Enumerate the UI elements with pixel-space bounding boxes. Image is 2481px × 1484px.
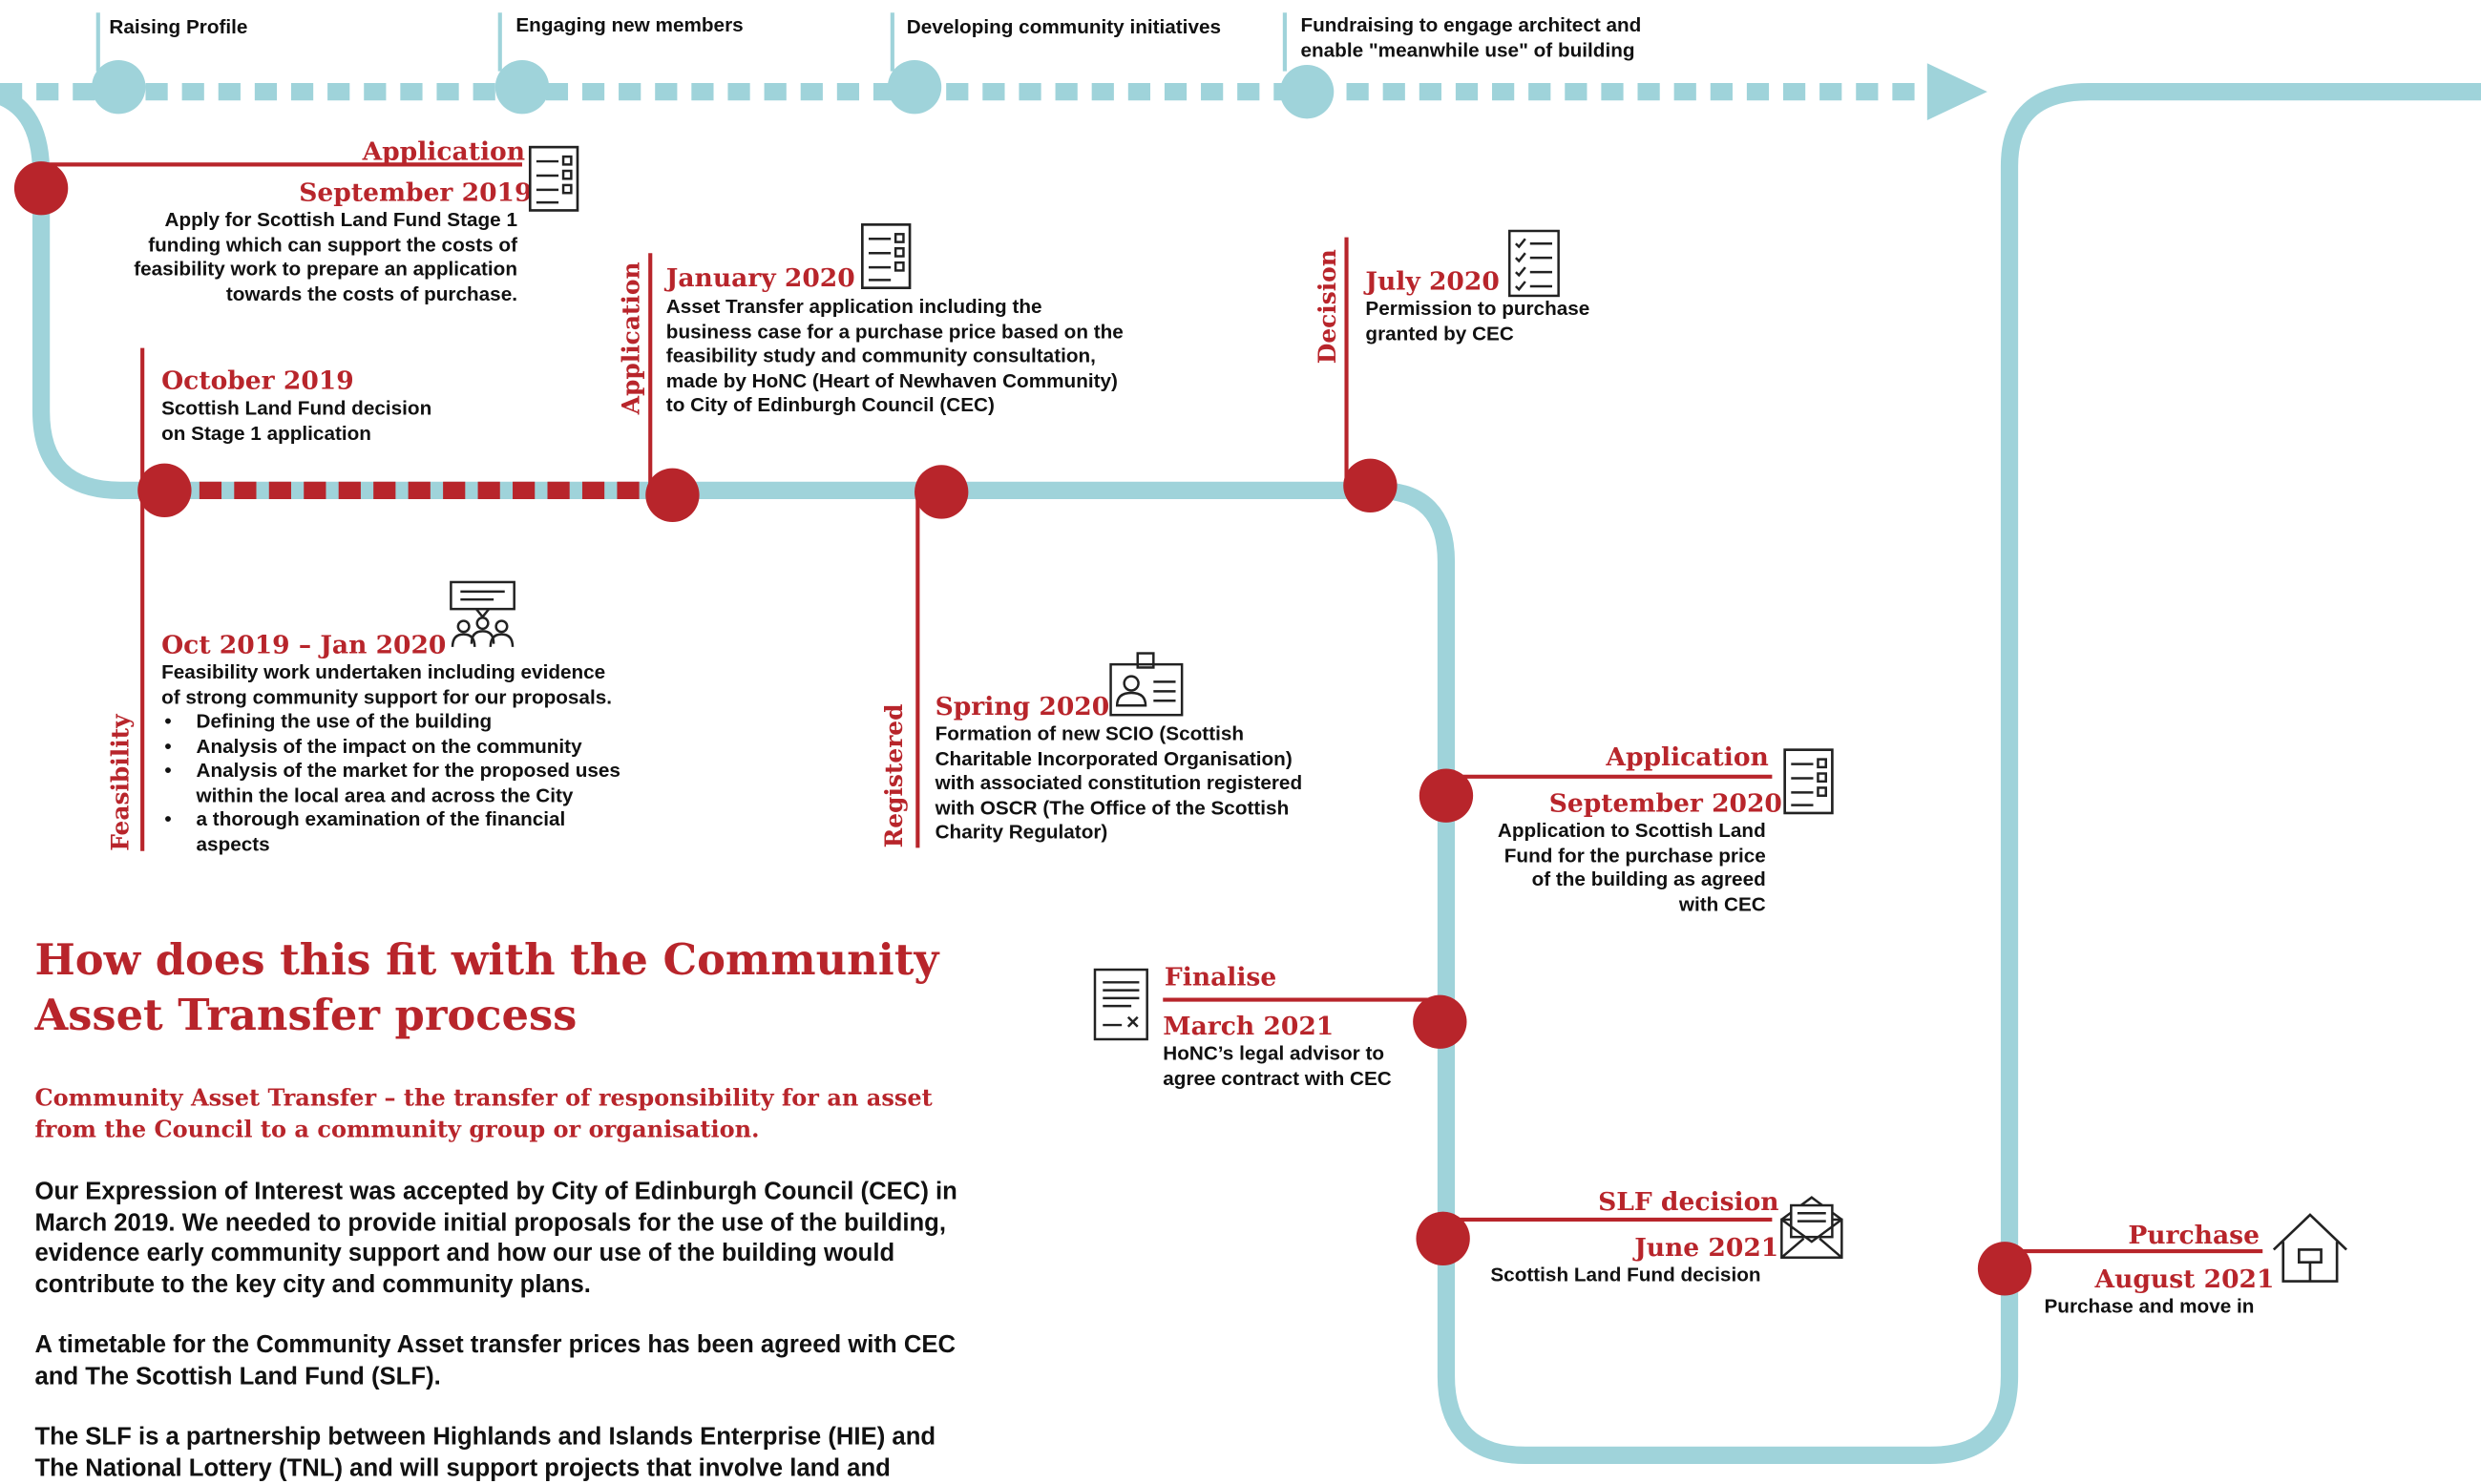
list-item: a thorough examination of the financial … bbox=[161, 808, 667, 857]
jul2020-stage: Decision bbox=[1313, 249, 1342, 365]
contract-sign-icon bbox=[1093, 968, 1148, 1041]
event-dot-sep2019 bbox=[13, 161, 69, 216]
phase-label-1: Raising Profile bbox=[109, 15, 248, 38]
checklist-icon bbox=[1783, 748, 1834, 815]
event-dot-jan2020 bbox=[645, 468, 700, 522]
jun2021-date: June 2021 bbox=[1634, 1232, 1779, 1263]
sep2020-date: September 2020 bbox=[1548, 787, 1782, 818]
list-item: Analysis of the market for the proposed … bbox=[161, 760, 667, 808]
list-item: Analysis of the impact on the community bbox=[161, 735, 667, 760]
phase-label-4: Fundraising to engage architect and enab… bbox=[1300, 13, 1642, 61]
event-dot-sep2020 bbox=[1419, 768, 1474, 823]
main-track bbox=[0, 83, 2481, 1465]
mar2021-stage: Finalise bbox=[1164, 961, 1277, 993]
sep2019-text: Apply for Scottish Land Fund Stage 1 fun… bbox=[134, 208, 518, 305]
jan2020-date: January 2020 bbox=[665, 262, 855, 293]
sep2020-text: Application to Scottish Land Fund for th… bbox=[1497, 819, 1766, 915]
phase-dot-4 bbox=[1279, 64, 1335, 119]
spring2020-stage: Registered bbox=[879, 703, 909, 848]
sep2019-date: September 2019 bbox=[299, 177, 533, 208]
phase-label-2: Engaging new members bbox=[515, 13, 744, 37]
phase-dot-1 bbox=[92, 59, 146, 115]
mar2021-date: March 2021 bbox=[1163, 1011, 1335, 1041]
sep2019-stage: Application bbox=[362, 136, 526, 167]
aug2021-stage: Purchase bbox=[2128, 1219, 2260, 1250]
event-dot-spring2020 bbox=[915, 465, 969, 519]
event-dot-jun2021 bbox=[1416, 1211, 1470, 1265]
event-dot-mar2021 bbox=[1413, 994, 1467, 1049]
feasibility-bullets: Defining the use of the building Analysi… bbox=[161, 710, 667, 857]
feasibility-date: Oct 2019 – Jan 2020 bbox=[161, 629, 447, 660]
list-item: Defining the use of the building bbox=[161, 710, 667, 735]
jan2020-text: Asset Transfer application including the… bbox=[665, 295, 1124, 416]
aug2021-text: Purchase and move in bbox=[2044, 1295, 2255, 1318]
spring2020-text: Formation of new SCIO (Scottish Charitab… bbox=[935, 722, 1303, 844]
jun2021-stage: SLF decision bbox=[1598, 1186, 1779, 1217]
page-title: How does this fit with the Community Ass… bbox=[34, 936, 939, 1041]
paragraph-1: Our Expression of Interest was accepted … bbox=[34, 1178, 957, 1298]
feasibility-stage: Feasibility bbox=[106, 714, 135, 851]
checklist-icon bbox=[861, 223, 912, 289]
checkbox-list-icon bbox=[1508, 229, 1560, 298]
checklist-icon bbox=[528, 145, 579, 212]
page-subtitle: Community Asset Transfer – the transfer … bbox=[34, 1085, 933, 1143]
spring2020-date: Spring 2020 bbox=[935, 691, 1110, 721]
phase-dot-2 bbox=[494, 59, 550, 115]
phase-label-3: Developing community initiatives bbox=[906, 15, 1222, 38]
house-icon bbox=[2272, 1213, 2347, 1283]
sep2020-stage: Application bbox=[1606, 742, 1769, 772]
event-dot-jul2020 bbox=[1343, 458, 1398, 513]
letter-envelope-icon bbox=[1780, 1196, 1843, 1259]
mar2021-text: HoNC’s legal advisor to agree contract w… bbox=[1163, 1042, 1392, 1090]
paragraph-3: The SLF is a partnership between Highlan… bbox=[34, 1423, 936, 1482]
top-arrow-head bbox=[1926, 63, 1987, 120]
phase-dot-3 bbox=[887, 59, 942, 115]
aug2021-date: August 2021 bbox=[2094, 1264, 2275, 1294]
oct2019-text: Scottish Land Fund decision on Stage 1 a… bbox=[161, 397, 432, 444]
jul2020-date: July 2020 bbox=[1365, 265, 1500, 296]
community-meeting-icon bbox=[450, 580, 515, 647]
feasibility-text: Feasibility work undertaken including ev… bbox=[161, 660, 613, 708]
jul2020-text: Permission to purchase granted by CEC bbox=[1365, 297, 1590, 345]
id-badge-icon bbox=[1109, 652, 1184, 717]
event-dot-oct2019 bbox=[137, 463, 192, 518]
paragraph-2: A timetable for the Community Asset tran… bbox=[34, 1331, 957, 1390]
jun2021-text: Scottish Land Fund decision bbox=[1490, 1264, 1761, 1286]
oct2019-date: October 2019 bbox=[161, 365, 354, 396]
event-dot-aug2021 bbox=[1977, 1242, 2032, 1296]
jan2020-stage: Application bbox=[617, 261, 646, 415]
